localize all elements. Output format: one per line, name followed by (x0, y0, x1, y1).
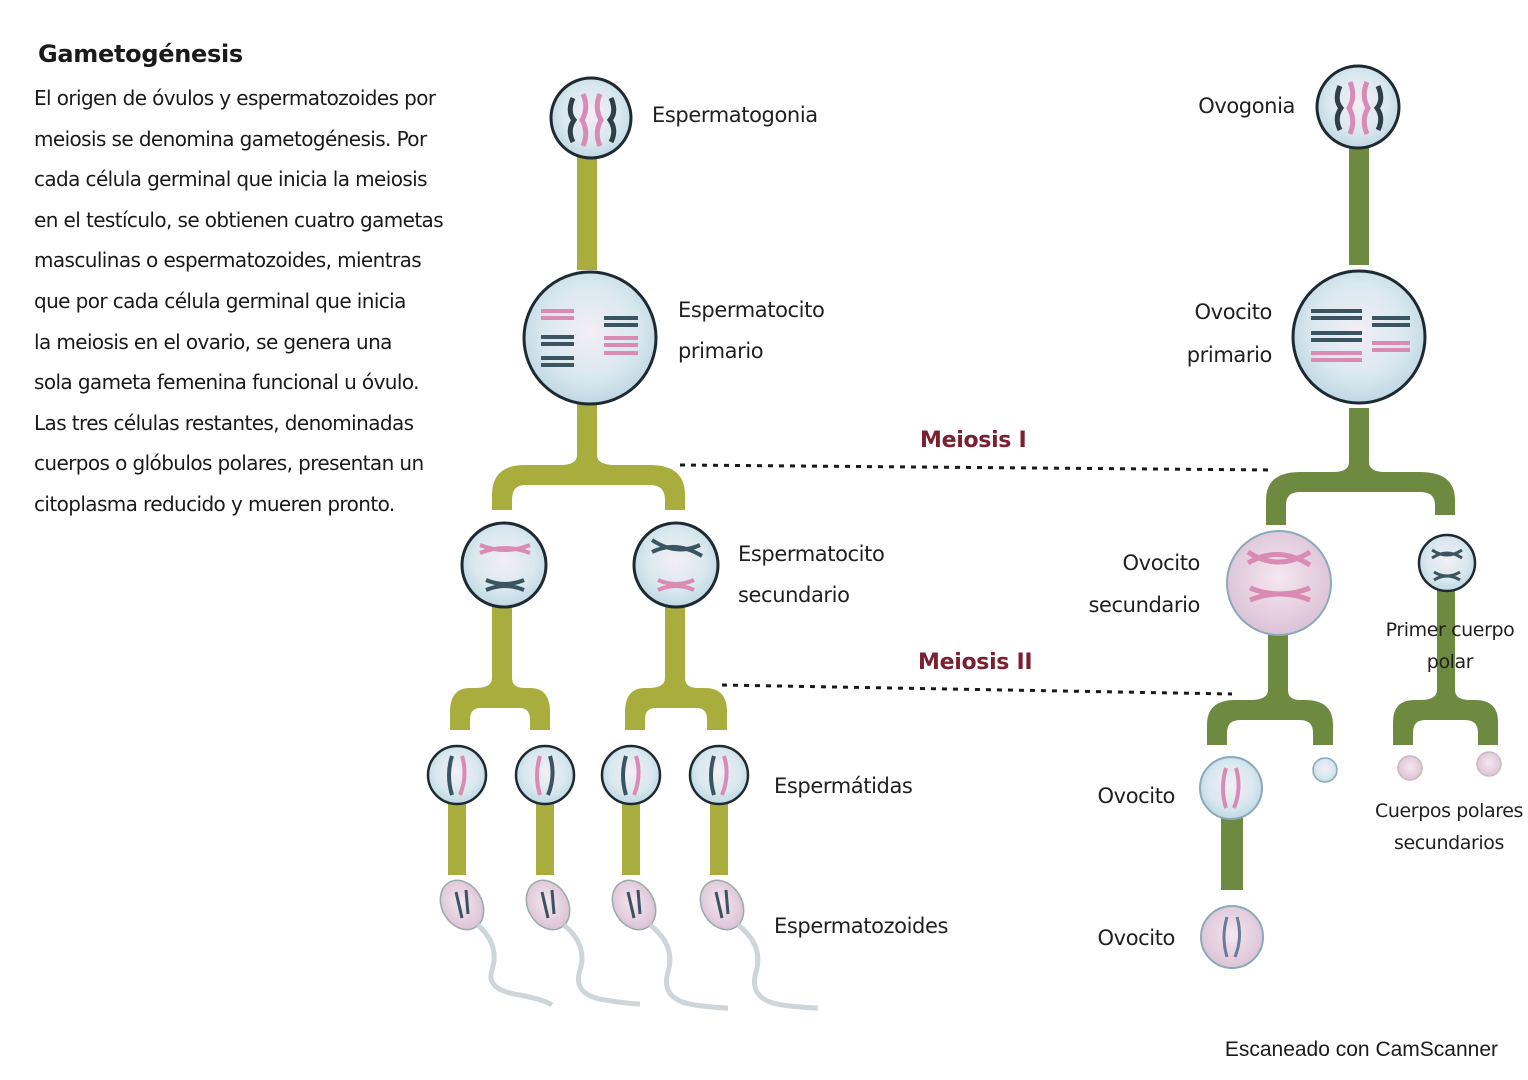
label-cuerpos-polares-secundarios-l1: Cuerpos polares (1374, 800, 1524, 822)
ovocito-cell (1199, 756, 1263, 820)
intro-line: Las tres células restantes, denominadas (34, 410, 414, 435)
label-primer-cuerpo-polar-l1: Primer cuerpo (1385, 619, 1515, 641)
label-ovogonia: Ovogonia (1198, 94, 1295, 118)
intro-line: que por cada célula germinal que inicia (34, 288, 406, 313)
label-ovocito-secundario-l2: secundario (1088, 593, 1200, 617)
label-cuerpos-polares-secundarios-l2: secundarios (1393, 832, 1505, 854)
intro-line: meiosis se denomina gametogénesis. Por (34, 126, 427, 151)
intro-line: sola gameta femenina funcional u óvulo. (34, 370, 419, 395)
espermatozoide (525, 879, 641, 1007)
intro-line: cuerpos o glóbulos polares, presentan un (34, 451, 424, 476)
female-lineage-stems (1207, 145, 1498, 890)
label-ovocito: Ovocito (1097, 784, 1176, 808)
label-espermatocito-primario-l1: Espermatocito (678, 298, 825, 322)
espermatida-cell (514, 744, 576, 806)
intro-line: cada célula germinal que inicia la meios… (34, 167, 428, 192)
label-ovocito-primario-l2: primario (1186, 343, 1273, 367)
label-espermatocito-secundario-l1: Espermatocito (738, 542, 885, 566)
label-primer-cuerpo-polar-l2: polar (1426, 651, 1474, 673)
label-ovocito-secundario-l1: Ovocito (1122, 551, 1201, 575)
meiosis-1-line (679, 463, 1273, 472)
intro-body: El origen de óvulos y espermatozoides po… (34, 78, 464, 525)
label-espermatozoides: Espermatozoides (774, 914, 949, 938)
primer-cuerpo-polar-cell (1417, 533, 1477, 593)
label-ovocito-primario-l1: Ovocito (1194, 300, 1273, 324)
intro-panel: Gametogénesis El origen de óvulos y espe… (34, 40, 464, 525)
intro-line: citoplasma reducido y mueren pronto. (34, 491, 395, 516)
espermatogonia-cell (549, 76, 633, 160)
espermatozoide (611, 879, 729, 1011)
espermatozoide (439, 879, 554, 1008)
intro-line: masculinas o espermatozoides, mientras (34, 248, 422, 273)
espermatida-cell (688, 744, 750, 806)
cuerpo-polar-secundario (1476, 751, 1502, 777)
label-espermatogonia: Espermatogonia (652, 103, 818, 127)
espermatocito-secundario-cell (632, 521, 720, 609)
espermatocito-primario-cell (522, 270, 658, 406)
label-espermatidas: Espermátidas (774, 774, 913, 798)
label-ovocito-final: Ovocito (1097, 926, 1176, 950)
intro-line: la meiosis en el ovario, se genera una (34, 329, 392, 354)
espermatozoide (699, 879, 819, 1011)
ovogonia-cell (1315, 64, 1401, 150)
ovocito-final-cell (1200, 905, 1264, 969)
cuerpo-polar-secundario (1397, 755, 1423, 781)
scanner-watermark: Escaneado con CamScanner (1224, 1038, 1498, 1061)
label-espermatocito-secundario-l2: secundario (738, 583, 850, 607)
male-lineage-stems (448, 155, 728, 875)
espermatida-cell (426, 744, 488, 806)
espermatocito-secundario-cell (460, 521, 548, 609)
intro-line: El origen de óvulos y espermatozoides po… (34, 86, 436, 110)
cuerpo-polar-secundario (1312, 757, 1338, 783)
label-meiosis-2: Meiosis II (918, 650, 1033, 675)
label-espermatocito-primario-l2: primario (678, 339, 764, 363)
espermatida-cell (600, 744, 662, 806)
intro-line: en el testículo, se obtienen cuatro game… (34, 207, 444, 232)
meiosis-2-line (721, 683, 1233, 696)
label-meiosis-1: Meiosis I (920, 428, 1027, 453)
ovocito-secundario-cell (1226, 530, 1332, 636)
ovocito-primario-cell (1291, 269, 1427, 405)
intro-title: Gametogénesis (38, 40, 243, 68)
